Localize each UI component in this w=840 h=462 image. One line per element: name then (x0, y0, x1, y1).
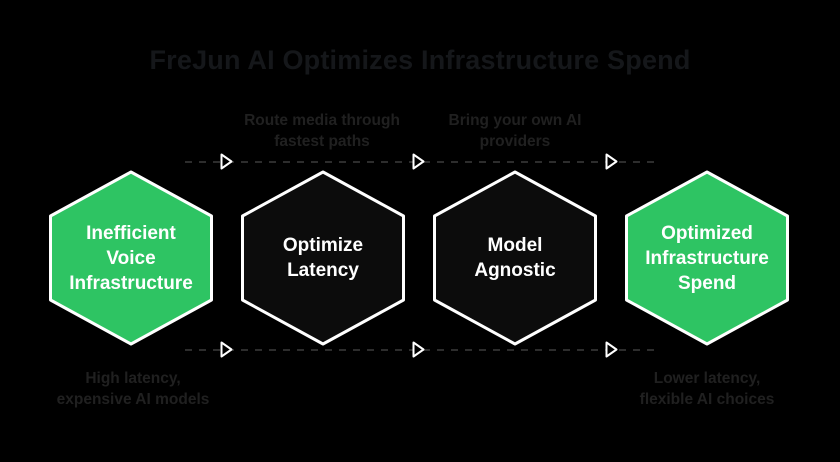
annotation-high-latency: High latency, expensive AI models (56, 370, 210, 408)
hexagon-shape (49, 170, 213, 346)
annotation-route-media: Route media through fastest paths (244, 112, 400, 150)
page-title: FreJun AI Optimizes Infrastructure Spend (149, 45, 691, 75)
hexagon-shape (241, 170, 405, 346)
arrow-right-icon (605, 153, 618, 170)
hexagon-shape (433, 170, 597, 346)
hexagon-model-agnostic: Model Agnostic (432, 170, 598, 346)
annotation-bring-your-own-ai: Bring your own AI providers (448, 112, 582, 150)
hexagon-label: Inefficient Voice Infrastructure (69, 222, 193, 294)
hexagon-optimized-infrastructure-spend: Optimized Infrastructure Spend (624, 170, 790, 346)
arrow-right-icon (412, 153, 425, 170)
arrow-right-icon (412, 341, 425, 358)
hexagon-label: Optimized Infrastructure Spend (645, 222, 769, 294)
arrow-right-icon (220, 341, 233, 358)
arrow-right-icon (605, 341, 618, 358)
hexagon-optimize-latency: Optimize Latency (240, 170, 406, 346)
hexagon-shape (625, 170, 789, 346)
hexagon-label: Model Agnostic (474, 235, 556, 281)
hexagon-inefficient-voice-infrastructure: Inefficient Voice Infrastructure (48, 170, 214, 346)
hexagon-label: Optimize Latency (282, 235, 364, 281)
annotation-lower-latency: Lower latency, flexible AI choices (639, 370, 775, 408)
arrow-right-icon (220, 153, 233, 170)
